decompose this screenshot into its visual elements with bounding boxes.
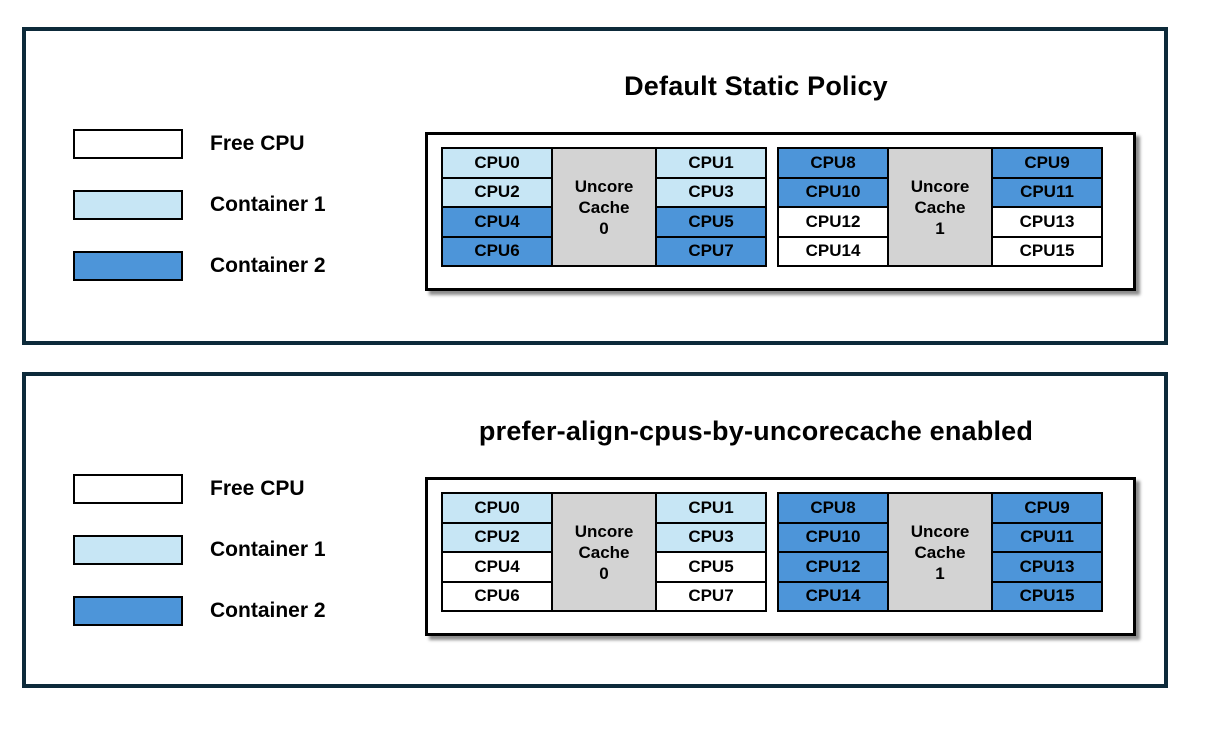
cpu-column-left: CPU0 CPU2 CPU4 CPU6 — [441, 492, 553, 612]
cpu-cell: CPU9 — [991, 492, 1103, 524]
uncore-cache-label-line: Uncore — [574, 176, 634, 196]
cpu-cell: CPU2 — [441, 521, 553, 553]
legend-item-label: Container 2 — [210, 254, 326, 277]
uncore-cache-box: Uncore Cache 1 — [887, 492, 993, 612]
panel-title: prefer-align-cpus-by-uncorecache enabled — [478, 416, 1034, 446]
legend-item-label: Container 1 — [210, 193, 326, 216]
cpu-topology-diagram: CPU0 CPU2 CPU4 CPU6 Uncore Cache 0 CPU1 … — [425, 477, 1136, 636]
legend: Free CPU Container 1 Container 2 — [73, 128, 326, 311]
legend-item: Free CPU — [73, 473, 326, 505]
legend-item-label: Container 1 — [210, 538, 326, 561]
cpu-cell: CPU8 — [777, 492, 889, 524]
cpu-column-left: CPU8 CPU10 CPU12 CPU14 — [777, 147, 889, 267]
cpu-topology-diagram: CPU0 CPU2 CPU4 CPU6 Uncore Cache 0 CPU1 … — [425, 132, 1136, 291]
legend-item: Container 2 — [73, 595, 326, 627]
legend: Free CPU Container 1 Container 2 — [73, 473, 326, 656]
cpu-column-left: CPU8 CPU10 CPU12 CPU14 — [777, 492, 889, 612]
cpu-cell: CPU0 — [441, 492, 553, 524]
cpu-column-right: CPU9 CPU11 CPU13 CPU15 — [991, 492, 1103, 612]
cpu-cell: CPU6 — [441, 235, 553, 267]
uncore-cache-box: Uncore Cache 0 — [551, 147, 657, 267]
cpu-cell: CPU3 — [655, 521, 767, 553]
cpu-cell: CPU5 — [655, 551, 767, 583]
uncore-cache-label-line: Cache — [578, 197, 630, 217]
uncore-cache-box: Uncore Cache 0 — [551, 492, 657, 612]
legend-item-label: Free CPU — [210, 477, 305, 500]
cpu-cell: CPU12 — [777, 206, 889, 238]
cpu-cell: CPU4 — [441, 206, 553, 238]
cpu-cell: CPU10 — [777, 176, 889, 208]
cpu-cell: CPU11 — [991, 176, 1103, 208]
uncore-cache-group-0: CPU0 CPU2 CPU4 CPU6 Uncore Cache 0 CPU1 … — [441, 147, 767, 267]
legend-item: Container 1 — [73, 189, 326, 221]
legend-swatch-container-1 — [73, 535, 183, 565]
uncorecache-enabled-panel: prefer-align-cpus-by-uncorecache enabled… — [22, 372, 1168, 688]
uncore-cache-group-1: CPU8 CPU10 CPU12 CPU14 Uncore Cache 1 CP… — [777, 147, 1103, 267]
uncore-cache-label-line: Cache — [914, 542, 966, 562]
cpu-cell: CPU7 — [655, 580, 767, 612]
uncore-cache-label-line: Cache — [578, 542, 630, 562]
cpu-cell: CPU14 — [777, 235, 889, 267]
cpu-cell: CPU3 — [655, 176, 767, 208]
uncore-cache-label-line: Uncore — [574, 521, 634, 541]
uncore-cache-label-line: Uncore — [910, 521, 970, 541]
legend-item: Container 1 — [73, 534, 326, 566]
default-static-policy-panel: Default Static Policy Free CPU Container… — [22, 27, 1168, 345]
cpu-cell: CPU5 — [655, 206, 767, 238]
cpu-column-right: CPU1 CPU3 CPU5 CPU7 — [655, 147, 767, 267]
cpu-cell: CPU6 — [441, 580, 553, 612]
uncore-cache-box: Uncore Cache 1 — [887, 147, 993, 267]
cpu-cell: CPU7 — [655, 235, 767, 267]
cpu-cell: CPU11 — [991, 521, 1103, 553]
panel-title: Default Static Policy — [624, 71, 888, 101]
uncore-cache-label-line: 1 — [935, 563, 945, 583]
cpu-cell: CPU1 — [655, 147, 767, 179]
cpu-cell: CPU12 — [777, 551, 889, 583]
cpu-cell: CPU2 — [441, 176, 553, 208]
uncore-cache-group-1: CPU8 CPU10 CPU12 CPU14 Uncore Cache 1 CP… — [777, 492, 1103, 612]
uncore-cache-label-line: Uncore — [910, 176, 970, 196]
legend-swatch-container-2 — [73, 596, 183, 626]
legend-swatch-container-2 — [73, 251, 183, 281]
cpu-cell: CPU13 — [991, 206, 1103, 238]
cpu-column-left: CPU0 CPU2 CPU4 CPU6 — [441, 147, 553, 267]
uncore-cache-label-line: 1 — [935, 218, 945, 238]
cpu-cell: CPU0 — [441, 147, 553, 179]
cpu-cell: CPU8 — [777, 147, 889, 179]
uncore-cache-label-line: 0 — [599, 218, 609, 238]
legend-swatch-free-cpu — [73, 474, 183, 504]
legend-swatch-container-1 — [73, 190, 183, 220]
legend-item-label: Free CPU — [210, 132, 305, 155]
legend-item-label: Container 2 — [210, 599, 326, 622]
legend-item: Container 2 — [73, 250, 326, 282]
cpu-cell: CPU15 — [991, 235, 1103, 267]
cpu-cell: CPU9 — [991, 147, 1103, 179]
uncore-cache-label-line: Cache — [914, 197, 966, 217]
cpu-cell: CPU13 — [991, 551, 1103, 583]
uncore-cache-group-0: CPU0 CPU2 CPU4 CPU6 Uncore Cache 0 CPU1 … — [441, 492, 767, 612]
cpu-cell: CPU10 — [777, 521, 889, 553]
cpu-cell: CPU15 — [991, 580, 1103, 612]
legend-item: Free CPU — [73, 128, 326, 160]
legend-swatch-free-cpu — [73, 129, 183, 159]
cpu-cell: CPU1 — [655, 492, 767, 524]
cpu-cell: CPU14 — [777, 580, 889, 612]
cpu-column-right: CPU9 CPU11 CPU13 CPU15 — [991, 147, 1103, 267]
cpu-column-right: CPU1 CPU3 CPU5 CPU7 — [655, 492, 767, 612]
cpu-cell: CPU4 — [441, 551, 553, 583]
uncore-cache-label-line: 0 — [599, 563, 609, 583]
